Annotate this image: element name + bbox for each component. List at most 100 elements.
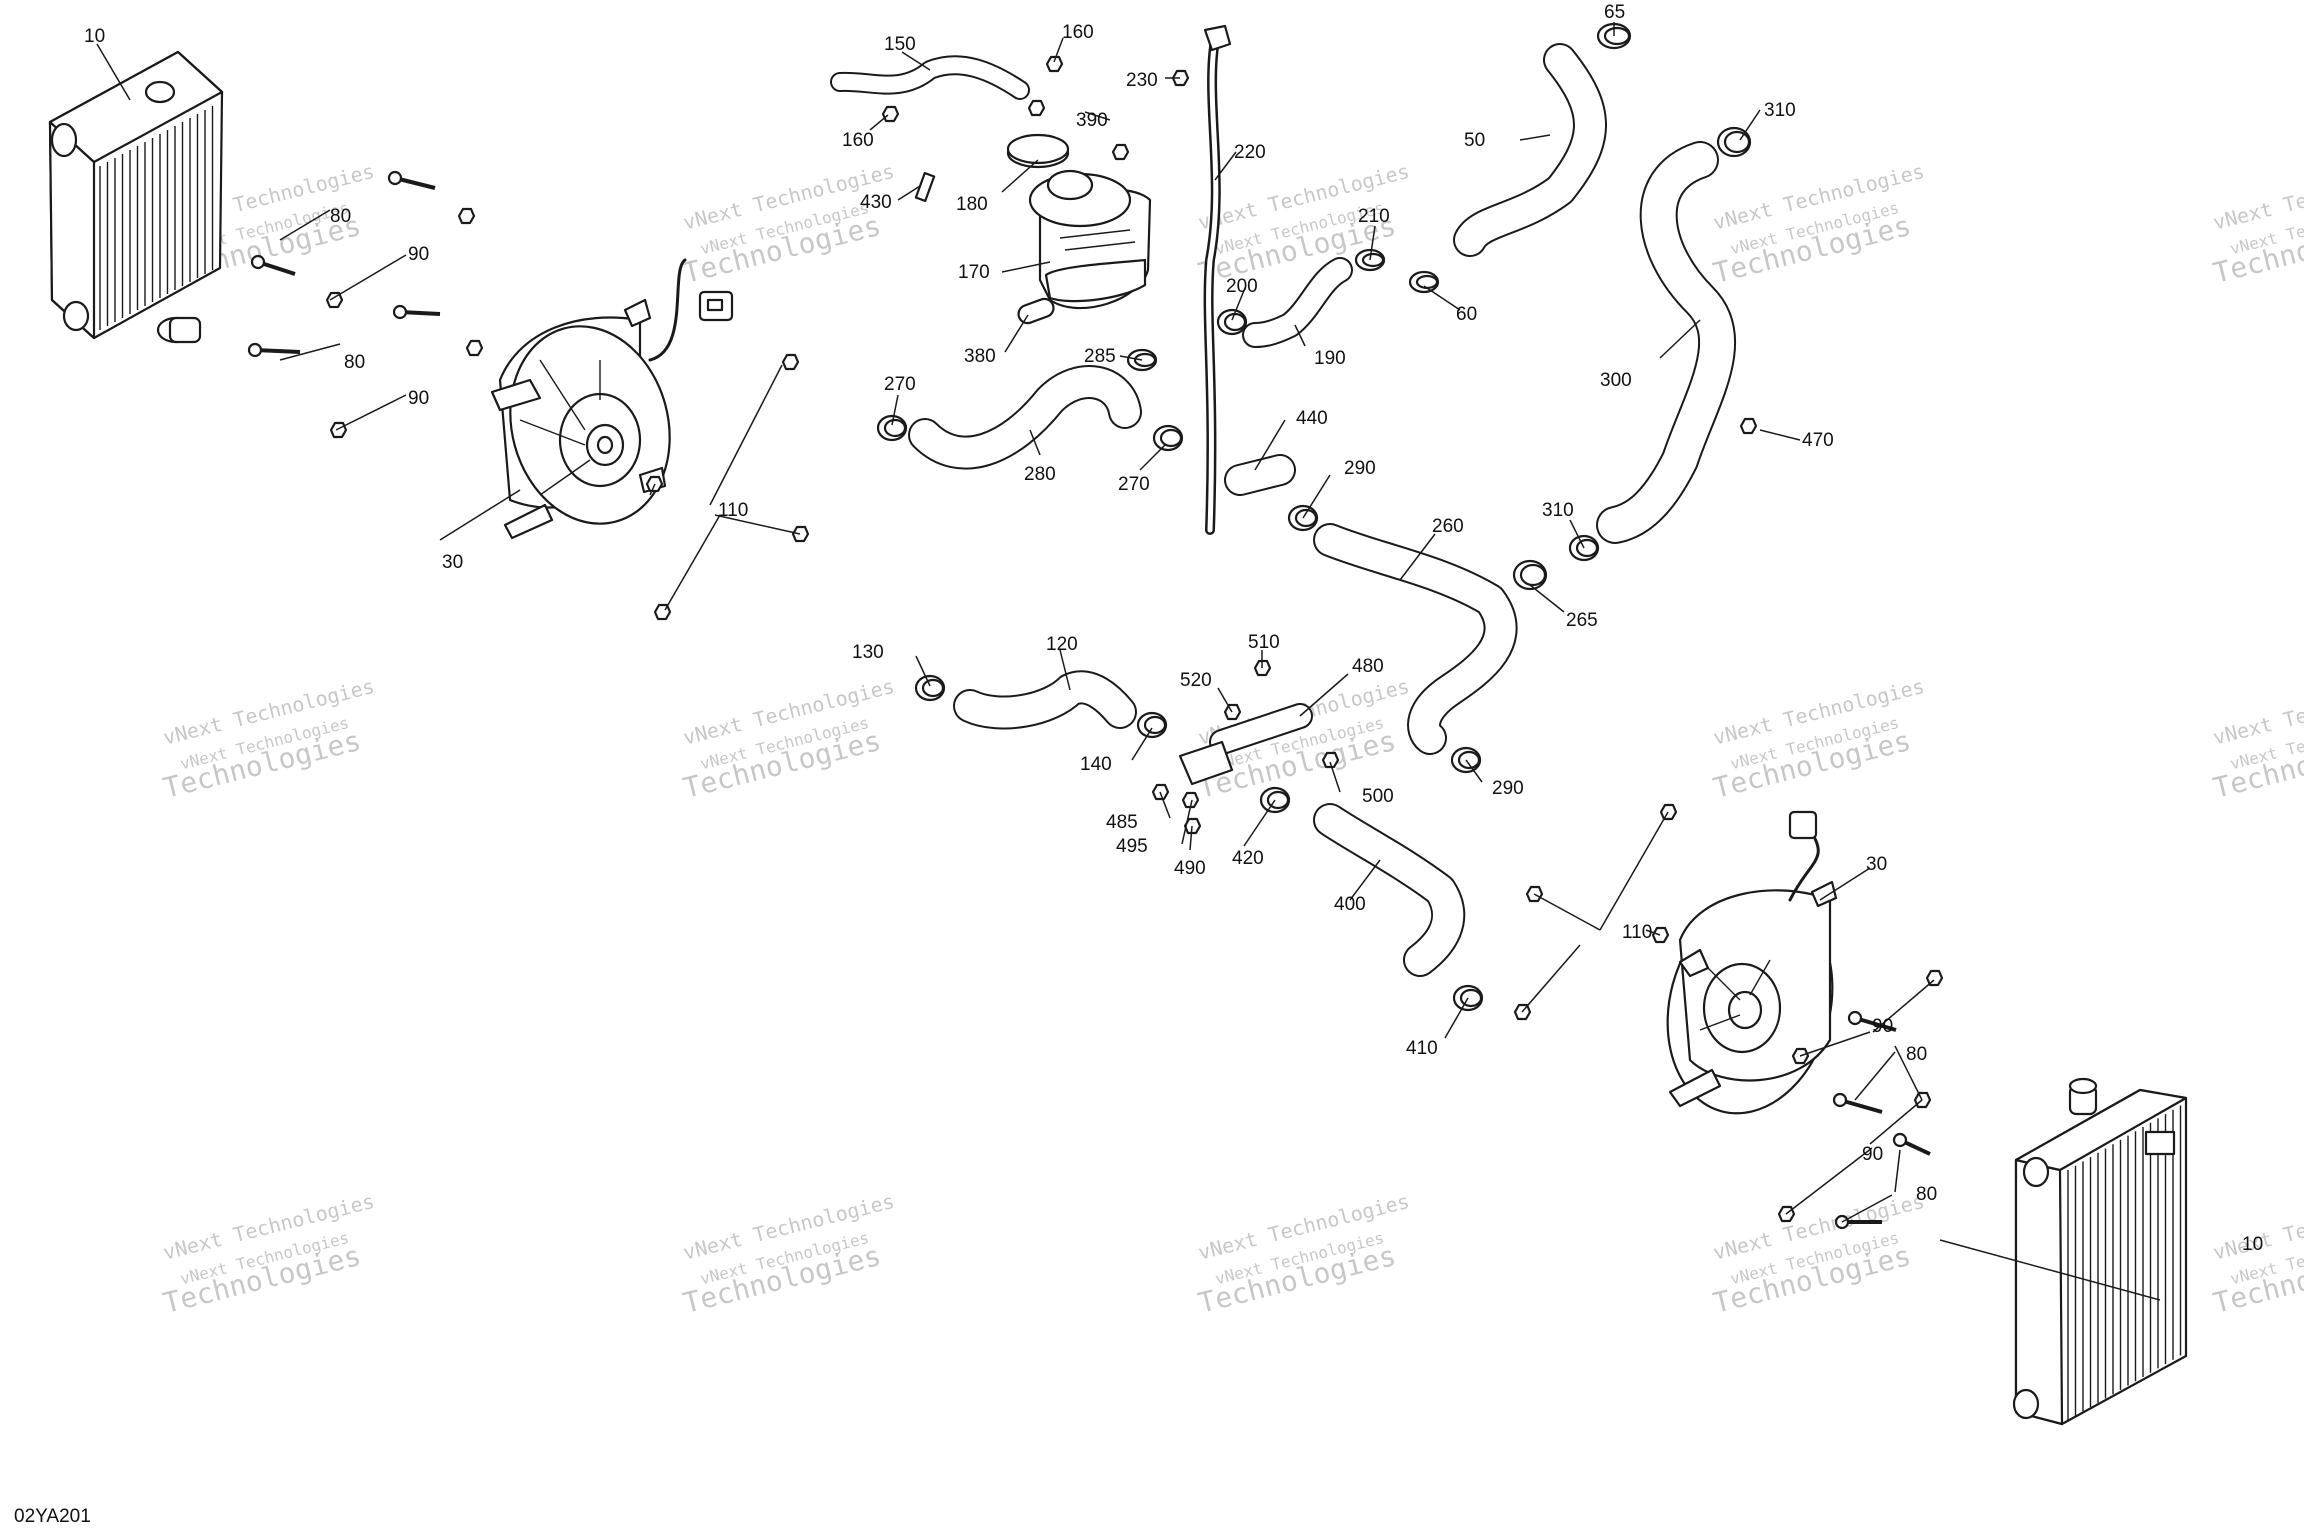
callout-110: 110	[718, 500, 748, 521]
hose-150[interactable]	[830, 55, 1030, 100]
callout-520: 520	[1180, 670, 1212, 691]
leader-line	[1059, 649, 1071, 691]
callout-170: 170	[958, 262, 990, 283]
hose-120[interactable]	[953, 670, 1137, 730]
hose-280[interactable]	[908, 365, 1142, 470]
clamp-290-bottom[interactable]	[1450, 746, 1482, 774]
leader-line	[279, 343, 341, 361]
leader-line	[901, 51, 931, 71]
leader-line	[714, 514, 801, 535]
leader-line	[1659, 319, 1701, 359]
nut-90-d[interactable]	[329, 421, 348, 439]
bracket-500[interactable]	[1321, 751, 1340, 769]
coolant-reservoir[interactable]	[1028, 169, 1152, 310]
hose-300[interactable]	[1596, 141, 1737, 544]
hose-190[interactable]	[1242, 257, 1353, 348]
tube-480[interactable]	[1209, 703, 1313, 755]
callout-120: 120	[1046, 634, 1078, 655]
callout-65: 65	[1604, 2, 1625, 23]
nut-90-e[interactable]	[1925, 969, 1944, 987]
bolt-80-a[interactable]	[387, 170, 436, 190]
nut-390-a[interactable]	[1027, 99, 1046, 117]
clamp-130[interactable]	[914, 674, 946, 702]
nut-160-a[interactable]	[1045, 55, 1064, 73]
bolt-80-d[interactable]	[1832, 1092, 1883, 1114]
fan-assembly-right[interactable]	[1644, 810, 1855, 1132]
tee-440[interactable]	[1224, 454, 1296, 496]
clamp-285[interactable]	[1126, 348, 1158, 372]
clip-430[interactable]	[914, 171, 936, 203]
callout-285: 285	[1084, 346, 1116, 367]
leader-line	[897, 185, 921, 201]
nut-90-b[interactable]	[465, 339, 484, 357]
callout-495: 495	[1116, 836, 1148, 857]
nut-110-a[interactable]	[781, 353, 800, 371]
bolt-80-e[interactable]	[1892, 1132, 1931, 1156]
leader-line	[1872, 979, 1935, 1033]
leader-line	[1217, 687, 1233, 713]
bolt-80-c[interactable]	[1847, 1010, 1897, 1032]
hose-50[interactable]	[1453, 43, 1607, 257]
nut-230[interactable]	[1171, 69, 1190, 87]
leader-line	[1243, 799, 1276, 847]
leader-line	[1029, 429, 1041, 456]
clamp-310-top[interactable]	[1716, 126, 1752, 158]
leader-line	[1854, 1051, 1896, 1101]
bolt-80-g[interactable]	[247, 342, 301, 358]
clamp-270-right[interactable]	[1152, 424, 1184, 452]
callout-310: 310	[1764, 100, 1796, 121]
clip-520[interactable]	[1223, 703, 1242, 721]
nut-160-b[interactable]	[881, 105, 900, 123]
nut-110-d[interactable]	[653, 603, 672, 621]
leader-line	[1869, 1099, 1923, 1145]
callout-160: 160	[1062, 22, 1094, 43]
nut-110-c[interactable]	[791, 525, 810, 543]
radiator-right[interactable]	[2012, 1077, 2188, 1426]
washer-495[interactable]	[1181, 791, 1200, 809]
callout-200: 200	[1226, 276, 1258, 297]
hose-400[interactable]	[1313, 803, 1466, 977]
leader-line	[1521, 944, 1581, 1013]
clamp-270-left[interactable]	[876, 414, 908, 442]
bracket-485[interactable]	[1178, 740, 1234, 786]
callout-60: 60	[1456, 304, 1477, 325]
nut-90-c[interactable]	[325, 291, 344, 309]
callout-485: 485	[1106, 812, 1138, 833]
leader-line	[915, 655, 931, 687]
nut-390-b[interactable]	[1111, 143, 1130, 161]
reservoir-rubber-pad[interactable]	[1016, 296, 1056, 325]
leader-line	[1181, 799, 1193, 845]
nut-110-g[interactable]	[1651, 926, 1670, 944]
callout-400: 400	[1334, 894, 1366, 915]
clamp-265[interactable]	[1512, 559, 1548, 591]
leader-line	[1599, 811, 1669, 931]
hose-260[interactable]	[1313, 523, 1518, 755]
document-code: 02YA201	[14, 1506, 91, 1527]
leader-line	[1131, 727, 1153, 761]
bolt-80-f[interactable]	[1834, 1214, 1882, 1230]
clip-470[interactable]	[1739, 417, 1758, 435]
reservoir-cap[interactable]	[1006, 133, 1070, 169]
clamp-60[interactable]	[1408, 270, 1440, 294]
callout-230: 230	[1126, 70, 1158, 91]
screw-490[interactable]	[1183, 817, 1202, 835]
callout-30: 30	[1866, 854, 1887, 875]
clamp-200[interactable]	[1216, 308, 1248, 336]
leader-line	[1894, 1045, 1923, 1101]
overflow-tube[interactable]	[1203, 24, 1232, 535]
clamp-140[interactable]	[1136, 711, 1168, 739]
bolt-80-h[interactable]	[250, 254, 296, 276]
leader-line	[1444, 997, 1469, 1039]
bolt-80-b[interactable]	[392, 304, 441, 320]
nut-90-a[interactable]	[457, 207, 476, 225]
leader-line	[1939, 1239, 2161, 1301]
nut-110-e[interactable]	[1659, 803, 1678, 821]
callout-80: 80	[330, 206, 351, 227]
radiator-left[interactable]	[48, 50, 224, 344]
fan-assembly-left[interactable]	[489, 258, 734, 542]
